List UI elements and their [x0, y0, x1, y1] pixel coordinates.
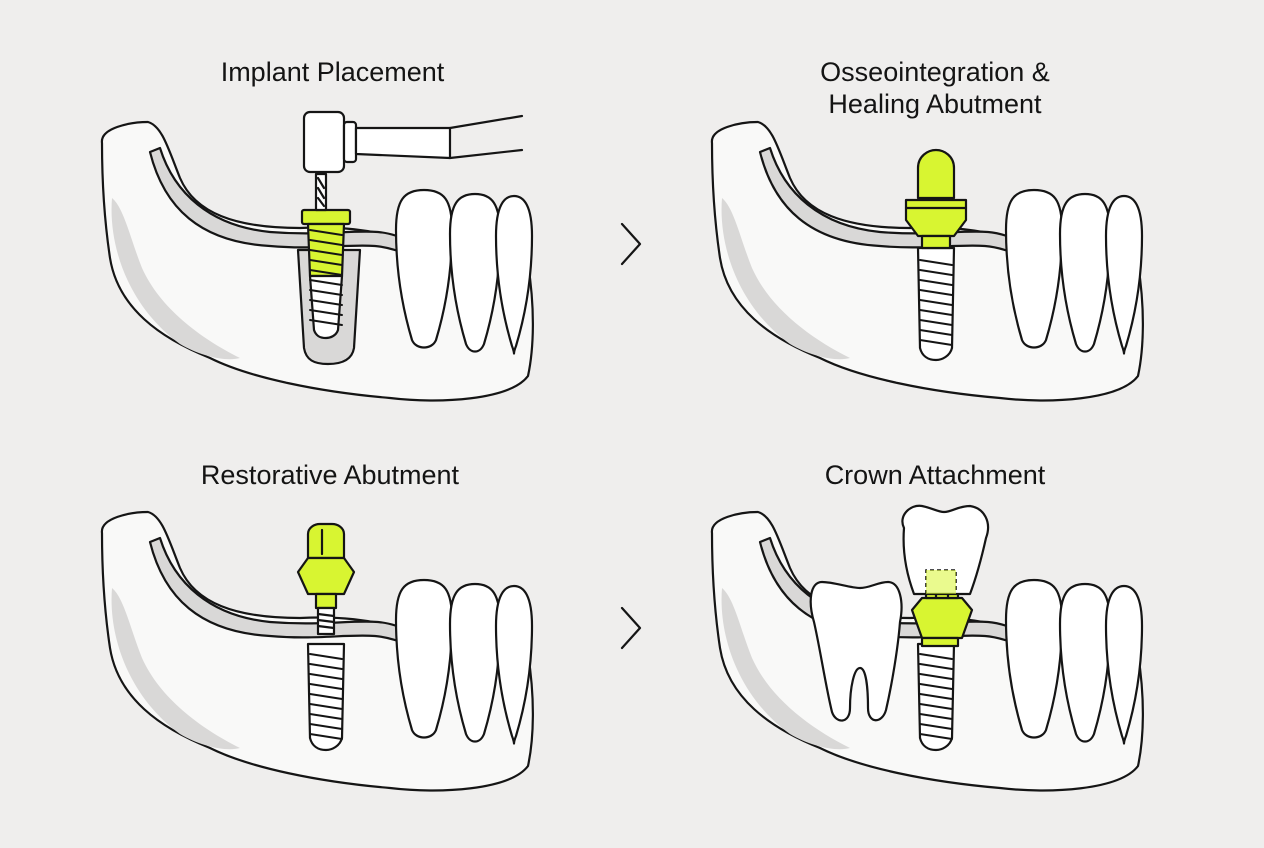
panel-title-crown-attachment: Crown Attachment	[750, 459, 1120, 491]
tooth	[394, 578, 454, 739]
panel-title-implant-placement: Implant Placement	[150, 56, 515, 88]
jaw-shadow	[111, 198, 240, 360]
tooth	[448, 192, 502, 353]
tooth	[1004, 578, 1064, 739]
tooth	[1104, 584, 1144, 745]
tooth	[1004, 188, 1064, 349]
tooth	[494, 194, 534, 355]
chevron-right-icon	[620, 606, 642, 650]
tooth	[494, 584, 534, 745]
panel-title-osseointegration: Osseointegration & Healing Abutment	[750, 56, 1120, 120]
tooth	[1058, 192, 1112, 353]
abutment-icon	[296, 522, 356, 636]
restorative-abutment-illustration	[100, 510, 534, 792]
natural-teeth	[394, 188, 534, 355]
natural-teeth	[394, 578, 534, 745]
title-line: Healing Abutment	[828, 89, 1042, 119]
implant-placement-illustration	[100, 110, 534, 402]
implant-screw	[300, 208, 352, 340]
chevron-right-icon	[620, 222, 642, 266]
dental-drill-icon	[302, 110, 524, 212]
tooth	[1104, 194, 1144, 355]
tooth	[448, 582, 502, 743]
title-line: Crown Attachment	[824, 460, 1046, 490]
implant-threads	[309, 653, 343, 740]
natural-teeth	[1004, 188, 1144, 355]
molar-tooth	[809, 580, 903, 722]
healing-abutment-icon	[904, 148, 968, 250]
title-line: Restorative Abutment	[200, 460, 460, 490]
natural-teeth	[1004, 578, 1144, 745]
jaw-shadow	[721, 198, 850, 360]
title-line: Osseointegration &	[820, 57, 1050, 87]
crown-attachment-illustration	[710, 504, 1144, 792]
jaw-shadow	[721, 588, 850, 750]
osseointegration-illustration	[710, 120, 1144, 402]
title-line: Implant Placement	[220, 57, 445, 87]
tooth	[394, 188, 454, 349]
crown-icon	[901, 504, 990, 596]
implant-threads	[919, 259, 953, 346]
tooth	[1058, 582, 1112, 743]
jaw-shadow	[111, 588, 240, 750]
implant-screw	[916, 642, 956, 752]
implant-threads	[919, 653, 953, 740]
implant-threads	[309, 229, 343, 326]
implant-screw	[306, 642, 346, 752]
panel-title-restorative-abutment: Restorative Abutment	[140, 459, 520, 491]
implant-screw	[916, 246, 956, 362]
